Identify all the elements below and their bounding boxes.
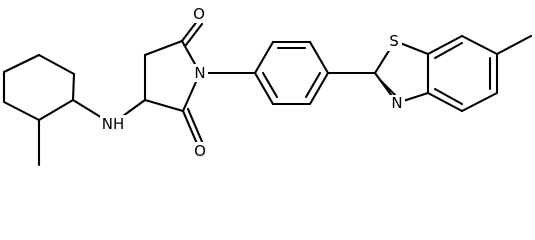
amine-nh-label: NH bbox=[102, 115, 125, 133]
bond bbox=[426, 34, 464, 56]
bond bbox=[460, 91, 499, 113]
bond bbox=[378, 78, 398, 98]
bond bbox=[460, 34, 499, 56]
atom-labels: O O N NH S N bbox=[100, 5, 405, 160]
bond bbox=[2, 100, 41, 122]
bond bbox=[181, 109, 200, 148]
bond bbox=[184, 22, 204, 47]
bond bbox=[37, 53, 76, 76]
oxygen-label-top: O bbox=[193, 5, 205, 23]
bond bbox=[143, 39, 184, 57]
bond bbox=[186, 107, 205, 146]
bond bbox=[2, 53, 41, 74]
bond bbox=[143, 98, 185, 113]
bond bbox=[253, 71, 275, 106]
bond bbox=[433, 41, 464, 60]
bond bbox=[71, 72, 76, 102]
imide-nitrogen-label: N bbox=[194, 64, 205, 82]
oxygen-label-bottom: O bbox=[194, 142, 206, 160]
bond bbox=[180, 18, 200, 43]
sulfur-label: S bbox=[389, 32, 399, 50]
thiazole-nitrogen-label: N bbox=[391, 94, 402, 112]
bond bbox=[37, 98, 75, 122]
bond bbox=[433, 87, 464, 106]
bond bbox=[253, 40, 275, 75]
bond bbox=[495, 34, 533, 56]
molecule-structure: O O N NH S N bbox=[2, 5, 533, 167]
bond bbox=[304, 71, 322, 99]
bond bbox=[308, 40, 330, 75]
bond bbox=[261, 71, 279, 99]
bond bbox=[308, 71, 330, 106]
bond bbox=[426, 91, 464, 113]
bonds bbox=[2, 18, 533, 167]
